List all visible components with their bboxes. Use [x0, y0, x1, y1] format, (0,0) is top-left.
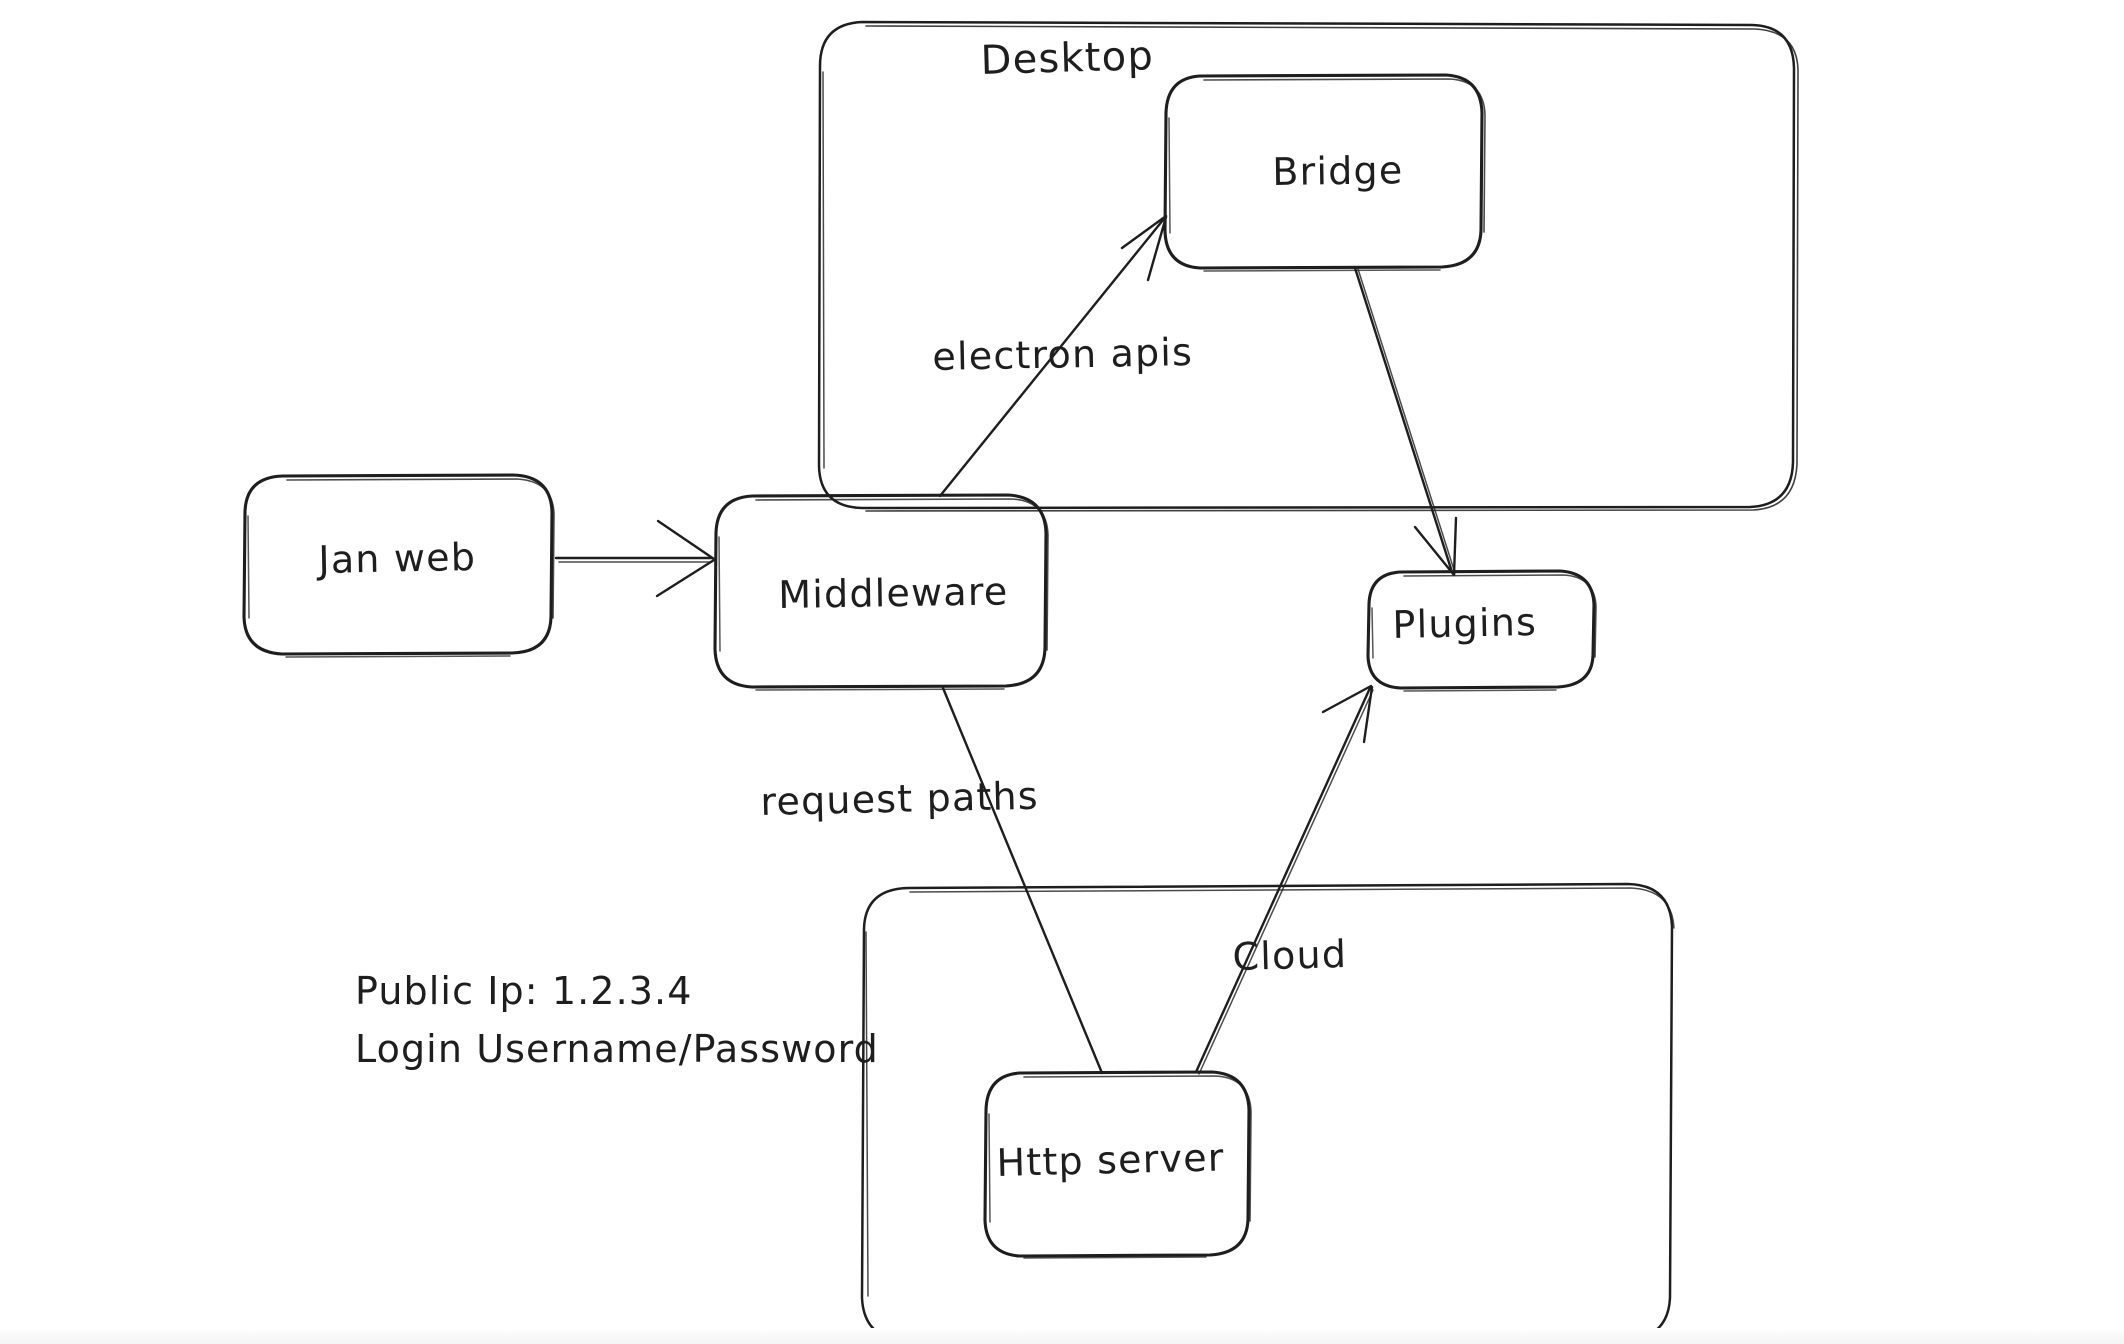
- node-label-plugins[interactable]: Plugins: [1392, 599, 1538, 647]
- edge-http-server-to-plugins: [1194, 684, 1374, 1075]
- edge-label-electron-apis: electron apis: [932, 329, 1194, 379]
- edge-label-cloud: Cloud: [1232, 932, 1348, 979]
- node-label-jan-web[interactable]: Jan web: [318, 534, 477, 582]
- note-public-ip: Public Ip: 1.2.3.4: [355, 969, 693, 1013]
- edge-bridge-to-plugins: [1353, 266, 1458, 577]
- group-label-desktop: Desktop: [980, 33, 1155, 84]
- edge-middleware-to-bridge: [938, 214, 1168, 498]
- node-http-server-outline: [983, 1070, 1252, 1259]
- edge-middleware-to-http-server: [941, 686, 1104, 1075]
- node-label-http-server[interactable]: Http server: [996, 1135, 1226, 1185]
- node-jan-web-outline: [242, 473, 555, 658]
- edge-jan-web-to-middleware: [554, 519, 716, 598]
- node-label-middleware[interactable]: Middleware: [778, 569, 1009, 617]
- bottom-edge-band: [0, 1328, 2124, 1344]
- note-login-credentials: Login Username/Password: [355, 1027, 879, 1071]
- node-middleware-outline: [713, 493, 1049, 691]
- node-plugins-outline: [1366, 569, 1597, 692]
- node-label-bridge[interactable]: Bridge: [1272, 148, 1404, 194]
- group-desktop-outline: [817, 20, 1799, 512]
- node-bridge-outline: [1163, 73, 1486, 272]
- edge-label-request-paths: request paths: [760, 773, 1040, 824]
